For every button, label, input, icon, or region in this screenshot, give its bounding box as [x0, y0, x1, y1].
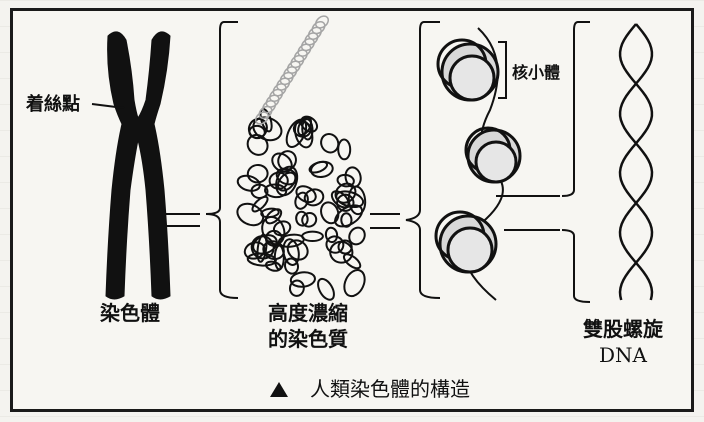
nucleosome-bead: [466, 128, 520, 182]
dna-label-line2: DNA: [568, 342, 678, 368]
nucleosome-bead: [438, 40, 498, 100]
dna-label-line1: 雙股螺旋: [568, 316, 678, 342]
chromatin-label-line2: 的染色質: [238, 326, 378, 352]
chromosome-shape: [106, 32, 170, 299]
chromatin-label-line1: 高度濃縮: [238, 300, 378, 326]
dna-strand: [620, 24, 652, 300]
chromatin-loop: [340, 267, 368, 300]
triangle-icon: [270, 382, 288, 397]
caption-text: 人類染色體的構造: [310, 377, 470, 401]
chromosome-label: 染色體: [100, 300, 160, 326]
chromatin-loop: [295, 115, 313, 137]
dna-strand: [620, 24, 652, 300]
chromatin-label: 高度濃縮 的染色質: [238, 300, 378, 352]
centromere-label: 着絲點: [26, 92, 80, 118]
nucleosome-bead: [436, 212, 496, 272]
dna-double-helix: [620, 24, 652, 300]
condensed-chromatin-tangle: [234, 108, 369, 303]
nucleosome-label: 核小體: [512, 60, 560, 86]
chromatin-loop: [315, 276, 337, 302]
dna-label: 雙股螺旋 DNA: [568, 316, 678, 368]
chromatin-loop: [338, 139, 350, 159]
figure-caption: 人類染色體的構造: [270, 376, 470, 402]
bracket-chromatin: [166, 22, 238, 298]
chromatin-loop: [308, 160, 328, 175]
chromatin-loop: [244, 131, 272, 159]
bracket-nucleosome: [370, 22, 440, 298]
chromatin-loop: [302, 232, 323, 241]
